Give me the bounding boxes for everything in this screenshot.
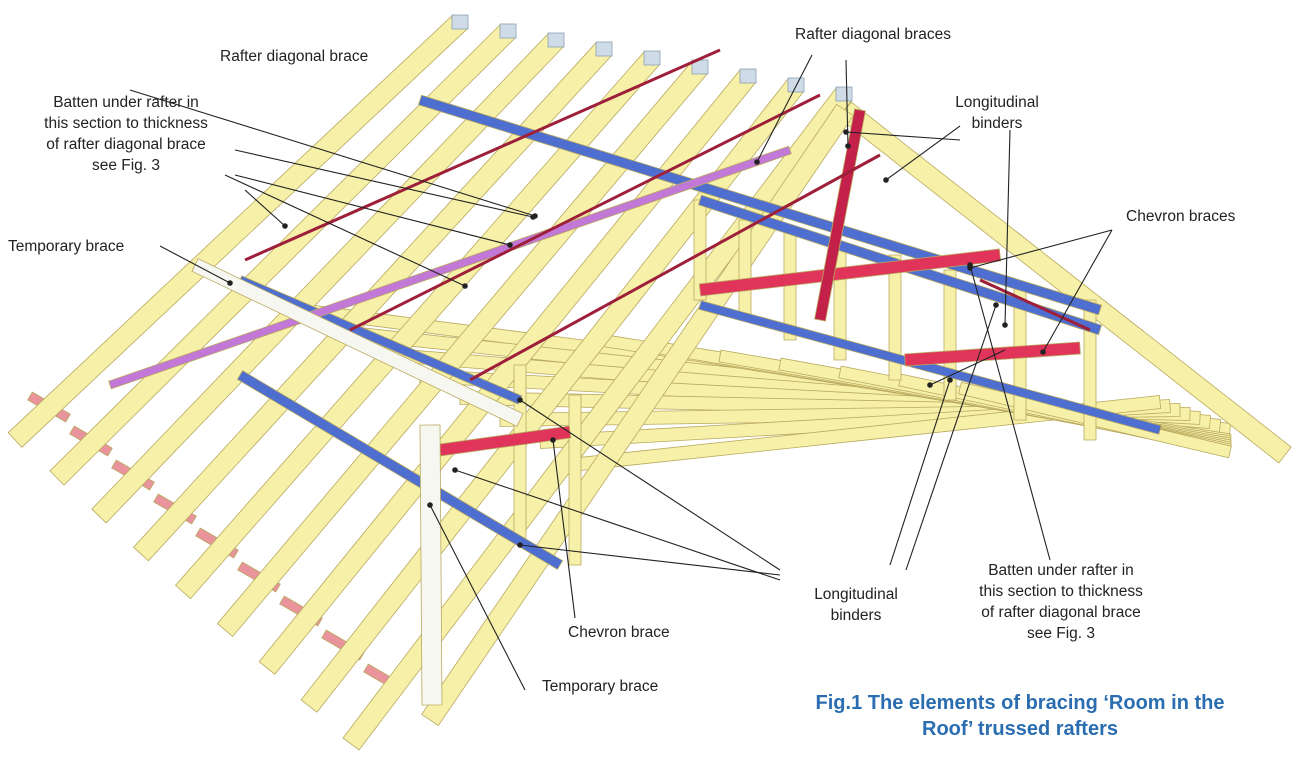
room-post bbox=[1083, 299, 1097, 441]
ridge-plate bbox=[643, 50, 661, 66]
leader-line bbox=[885, 125, 961, 181]
temporary-brace bbox=[191, 258, 524, 427]
room-post bbox=[888, 254, 902, 381]
leader-dot bbox=[427, 502, 433, 508]
leader-dot bbox=[883, 177, 889, 183]
rafter-diagonal-batten bbox=[349, 93, 821, 332]
leader-lines bbox=[129, 54, 1113, 691]
leader-line bbox=[244, 189, 286, 227]
leader-line bbox=[552, 439, 576, 619]
leader-line bbox=[429, 504, 526, 691]
ridge-plate bbox=[595, 41, 613, 57]
label-temporary-brace-bottom: Temporary brace bbox=[542, 678, 659, 695]
leader-dot bbox=[993, 302, 999, 308]
leader-dot bbox=[227, 280, 233, 286]
room-post bbox=[568, 394, 582, 566]
chevron-brace bbox=[698, 248, 1002, 297]
leader-line bbox=[905, 304, 997, 571]
leader-dot bbox=[754, 159, 760, 165]
leader-line bbox=[1004, 129, 1011, 326]
leader-dot bbox=[507, 242, 513, 248]
leader-dot bbox=[927, 382, 933, 388]
leader-line bbox=[234, 149, 534, 218]
leader-dot bbox=[530, 214, 536, 220]
leader-line bbox=[845, 131, 961, 141]
leader-line bbox=[519, 544, 781, 576]
label-rafter-diagonal-braces: Rafter diagonal braces bbox=[795, 26, 951, 43]
leader-line bbox=[929, 349, 1006, 386]
label-rafter-diagonal-brace: Rafter diagonal brace bbox=[220, 48, 369, 65]
chevron-brace-vertical bbox=[814, 108, 866, 322]
leader-line bbox=[756, 54, 813, 163]
leader-line bbox=[889, 379, 951, 566]
label-batten-under-rafter-right: Batten under rafter in this section to t… bbox=[979, 562, 1143, 642]
leader-dot bbox=[843, 129, 849, 135]
label-longitudinal-binders-bottom: Longitudinal binders bbox=[814, 586, 898, 624]
ridge-plate bbox=[835, 86, 853, 102]
longitudinal-binder bbox=[236, 370, 564, 570]
leader-line bbox=[159, 245, 231, 284]
figure-caption: Fig.1 The elements of bracing ‘Room in t… bbox=[815, 692, 1225, 740]
leader-line bbox=[454, 469, 781, 581]
label-chevron-braces: Chevron braces bbox=[1126, 208, 1236, 225]
rafter-diagonal-batten bbox=[979, 278, 1091, 332]
rafter-diagonal-batten bbox=[469, 153, 881, 382]
leader-dot bbox=[550, 437, 556, 443]
leader-line bbox=[224, 174, 466, 287]
leader-line bbox=[519, 399, 781, 571]
leader-dot bbox=[517, 397, 523, 403]
chevron-brace bbox=[904, 341, 1081, 367]
leader-dot bbox=[462, 283, 468, 289]
label-chevron-brace: Chevron brace bbox=[568, 624, 670, 641]
longitudinal-binder bbox=[698, 300, 1162, 435]
leader-line bbox=[1042, 229, 1113, 353]
ridge-plate bbox=[499, 23, 517, 39]
room-post bbox=[738, 219, 752, 321]
ridge-plate bbox=[547, 32, 565, 48]
label-batten-under-rafter-left: Batten under rafter in this section to t… bbox=[44, 94, 208, 174]
leader-dot bbox=[452, 467, 458, 473]
rafter-diagonal-batten bbox=[244, 48, 721, 262]
leader-dot bbox=[1002, 322, 1008, 328]
label-temporary-brace-left: Temporary brace bbox=[8, 238, 125, 255]
label-longitudinal-binders-top: Longitudinal binders bbox=[955, 94, 1039, 132]
leader-line bbox=[969, 264, 1051, 561]
leader-dot bbox=[1040, 349, 1046, 355]
temporary-brace-post bbox=[419, 424, 443, 706]
leader-line bbox=[129, 89, 536, 217]
ridge-plate bbox=[451, 14, 469, 30]
leader-line bbox=[234, 174, 511, 246]
rafter-diagonal-brace bbox=[108, 145, 792, 390]
leader-dot bbox=[282, 223, 288, 229]
leader-dot bbox=[947, 377, 953, 383]
leader-dot bbox=[845, 143, 851, 149]
leader-dot bbox=[517, 542, 523, 548]
leader-dot bbox=[967, 262, 973, 268]
ridge-plate bbox=[739, 68, 757, 84]
leader-line bbox=[969, 229, 1113, 269]
room-post bbox=[513, 364, 527, 541]
